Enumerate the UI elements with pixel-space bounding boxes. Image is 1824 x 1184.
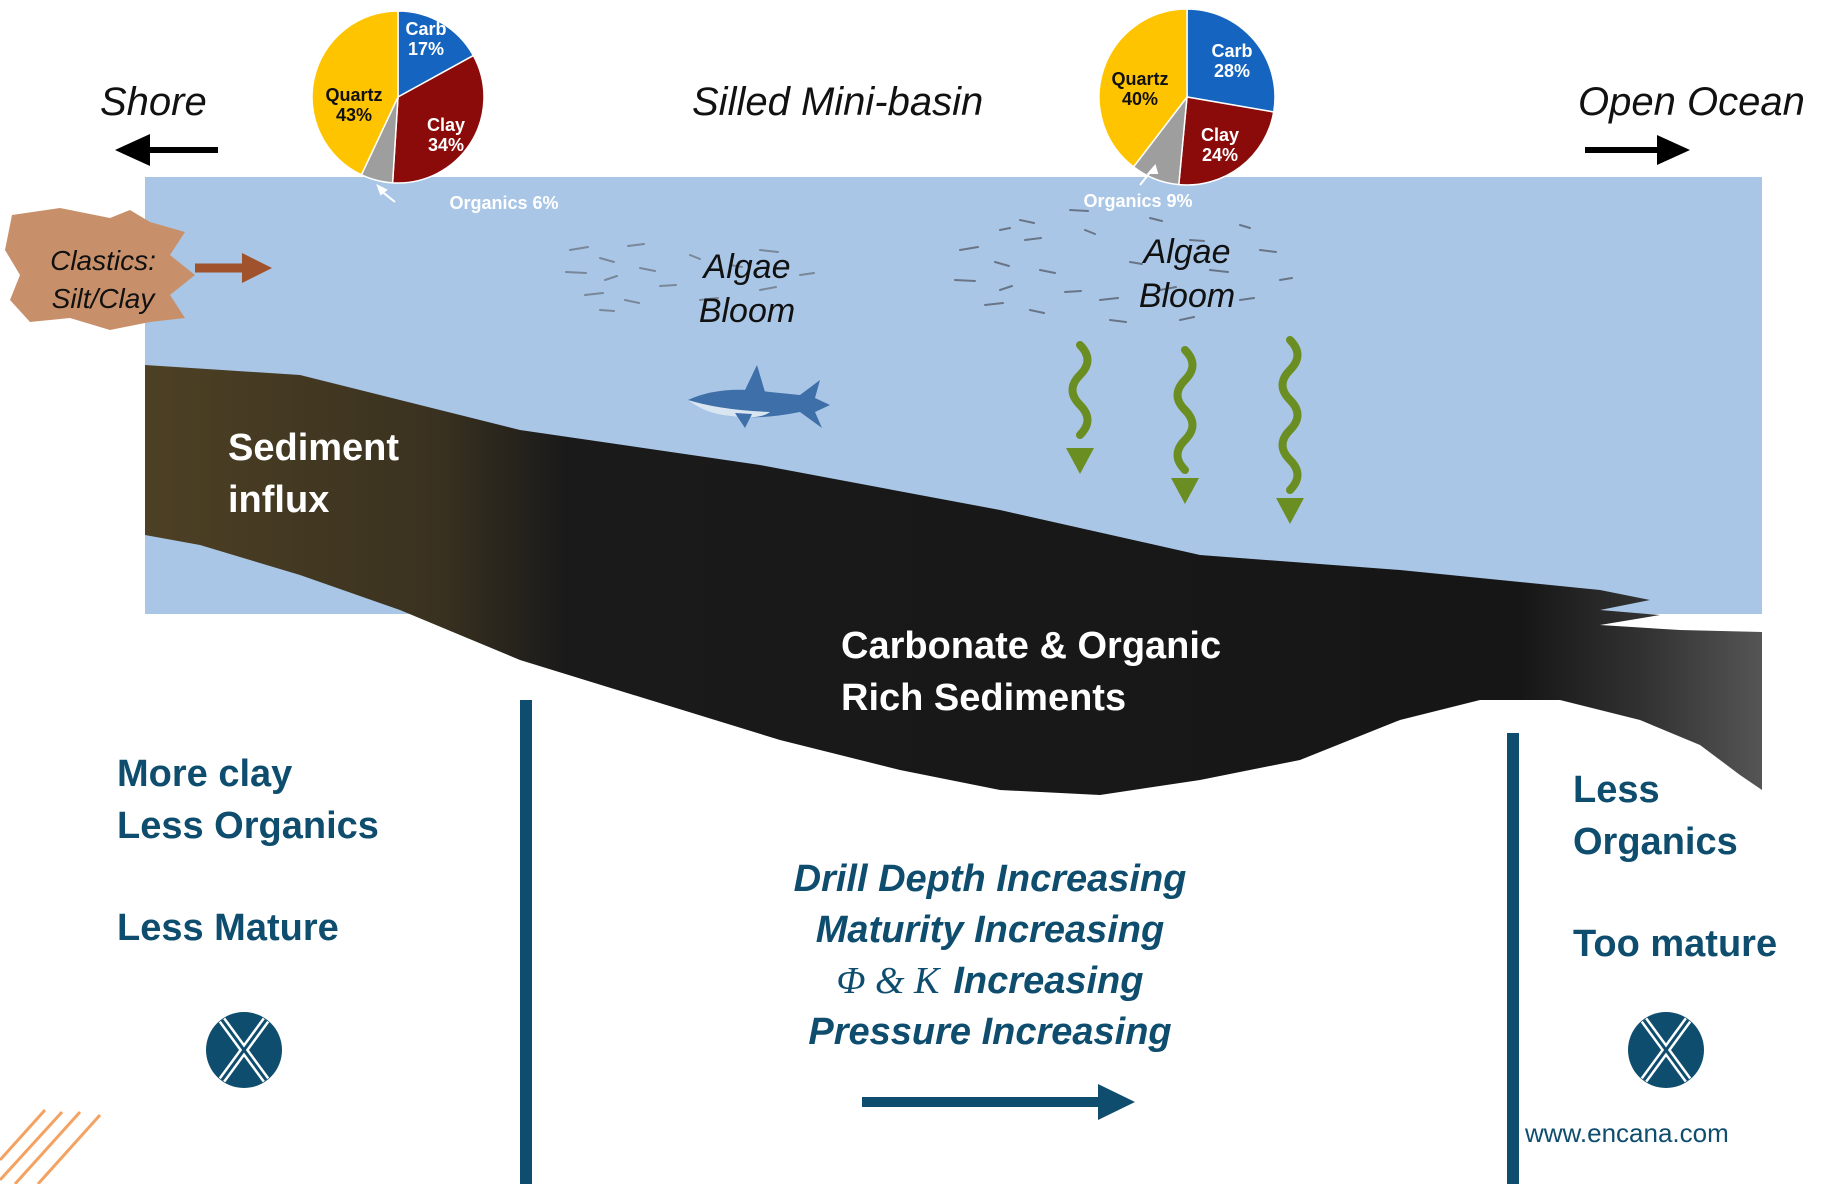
influx-line2: influx <box>228 479 330 521</box>
divider-right <box>1507 733 1519 1184</box>
sediment-influx-label: Sediment influx <box>228 422 399 526</box>
increasing-arrow <box>862 1084 1135 1120</box>
pie-label-value: 34% <box>427 135 465 155</box>
pie-label-value: 43% <box>335 105 373 125</box>
right-line3: Too mature <box>1573 923 1778 965</box>
pie-label-value: 17% <box>407 39 445 59</box>
pie-label-organics: Organics 6% <box>449 193 559 213</box>
influx-line1: Sediment <box>228 427 400 469</box>
left-line2: Less Organics <box>117 805 379 847</box>
organics-leader-lines <box>376 163 1159 203</box>
left-line3: Less Mature <box>117 907 339 949</box>
pie-label-value: 40% <box>1121 89 1159 109</box>
composition-pie-shore <box>311 10 485 184</box>
pie-slice-clay <box>1177 96 1275 186</box>
algae-speckles-right <box>954 209 1293 323</box>
right-line2: Organics <box>1573 821 1738 863</box>
pie-slice-clay <box>391 54 485 184</box>
rich-sediments-label: Carbonate & Organic Rich Sediments <box>841 620 1221 724</box>
rich-line2: Rich Sediments <box>841 677 1127 719</box>
right-panel: Less Organics Too mature <box>1573 764 1777 970</box>
pie-label-name: Quartz <box>1111 69 1169 89</box>
nutrient-arrowheads <box>1066 448 1304 524</box>
pie-label-value: 28% <box>1213 61 1251 81</box>
pie-label-organics: Organics 9% <box>1083 191 1193 211</box>
nutrient-arrows <box>1068 336 1302 494</box>
algae-line1: Algae <box>1143 233 1231 271</box>
algae-line2: Bloom <box>1138 277 1236 315</box>
sediment-layer <box>145 365 1762 795</box>
algae-line2: Bloom <box>698 292 796 330</box>
pie-label-name: Carb <box>405 19 447 39</box>
algae-speckles-left <box>565 243 815 312</box>
algae-line1: Algae <box>703 248 791 286</box>
shore-arrow <box>115 134 218 166</box>
clastics-label: Clastics: Silt/Clay <box>38 242 168 318</box>
x-circle-icon-right <box>1628 1012 1704 1088</box>
divider-left <box>520 700 532 1184</box>
pie-label-name: Carb <box>1211 41 1253 61</box>
shore-label: Shore <box>100 80 207 124</box>
rich-line1: Carbonate & Organic <box>841 625 1222 667</box>
website-link[interactable]: www.encana.com <box>1525 1118 1729 1148</box>
pie-label-value: 24% <box>1201 145 1239 165</box>
clastics-cloud <box>5 208 195 330</box>
algae-bloom-label-right: Algae Bloom <box>1122 230 1252 318</box>
orange-hatch-decoration <box>0 1108 102 1184</box>
right-line1: Less <box>1573 769 1660 811</box>
x-circle-icon-left <box>206 1012 282 1088</box>
open-ocean-arrow <box>1585 135 1690 165</box>
algae-bloom-label-left: Algae Bloom <box>682 245 812 333</box>
pie-label-name: Clay <box>1200 125 1240 145</box>
center-panel: Drill Depth Increasing Maturity Increasi… <box>740 854 1240 1058</box>
center-line2: Maturity Increasing <box>815 909 1165 951</box>
left-line1: More clay <box>117 753 293 795</box>
left-panel: More clay Less Organics Less Mature <box>117 748 379 954</box>
center-line1: Drill Depth Increasing <box>793 858 1187 900</box>
clastics-line2: Silt/Clay <box>51 283 155 314</box>
pie-label-name: Clay <box>426 115 466 135</box>
shark-icon <box>688 365 830 428</box>
pie-slice-carb <box>1186 8 1276 113</box>
basin-label: Silled Mini-basin <box>692 80 984 124</box>
pie-slice-quartz <box>311 10 399 176</box>
phi-k-symbols: Φ & K <box>836 960 940 1002</box>
open-ocean-label: Open Ocean <box>1578 80 1805 124</box>
pie-label-name: Quartz <box>325 85 383 105</box>
center-line3-suffix: Increasing <box>953 960 1144 1002</box>
clastics-line1: Clastics: <box>50 245 156 276</box>
pie-slice-carb <box>397 10 475 99</box>
clastics-arrow <box>195 253 272 283</box>
center-line4: Pressure Increasing <box>808 1011 1172 1053</box>
composition-pie-basin <box>1098 8 1276 186</box>
center-line3: Φ & K Increasing <box>740 956 1240 1007</box>
pie-slice-quartz <box>1098 8 1188 168</box>
